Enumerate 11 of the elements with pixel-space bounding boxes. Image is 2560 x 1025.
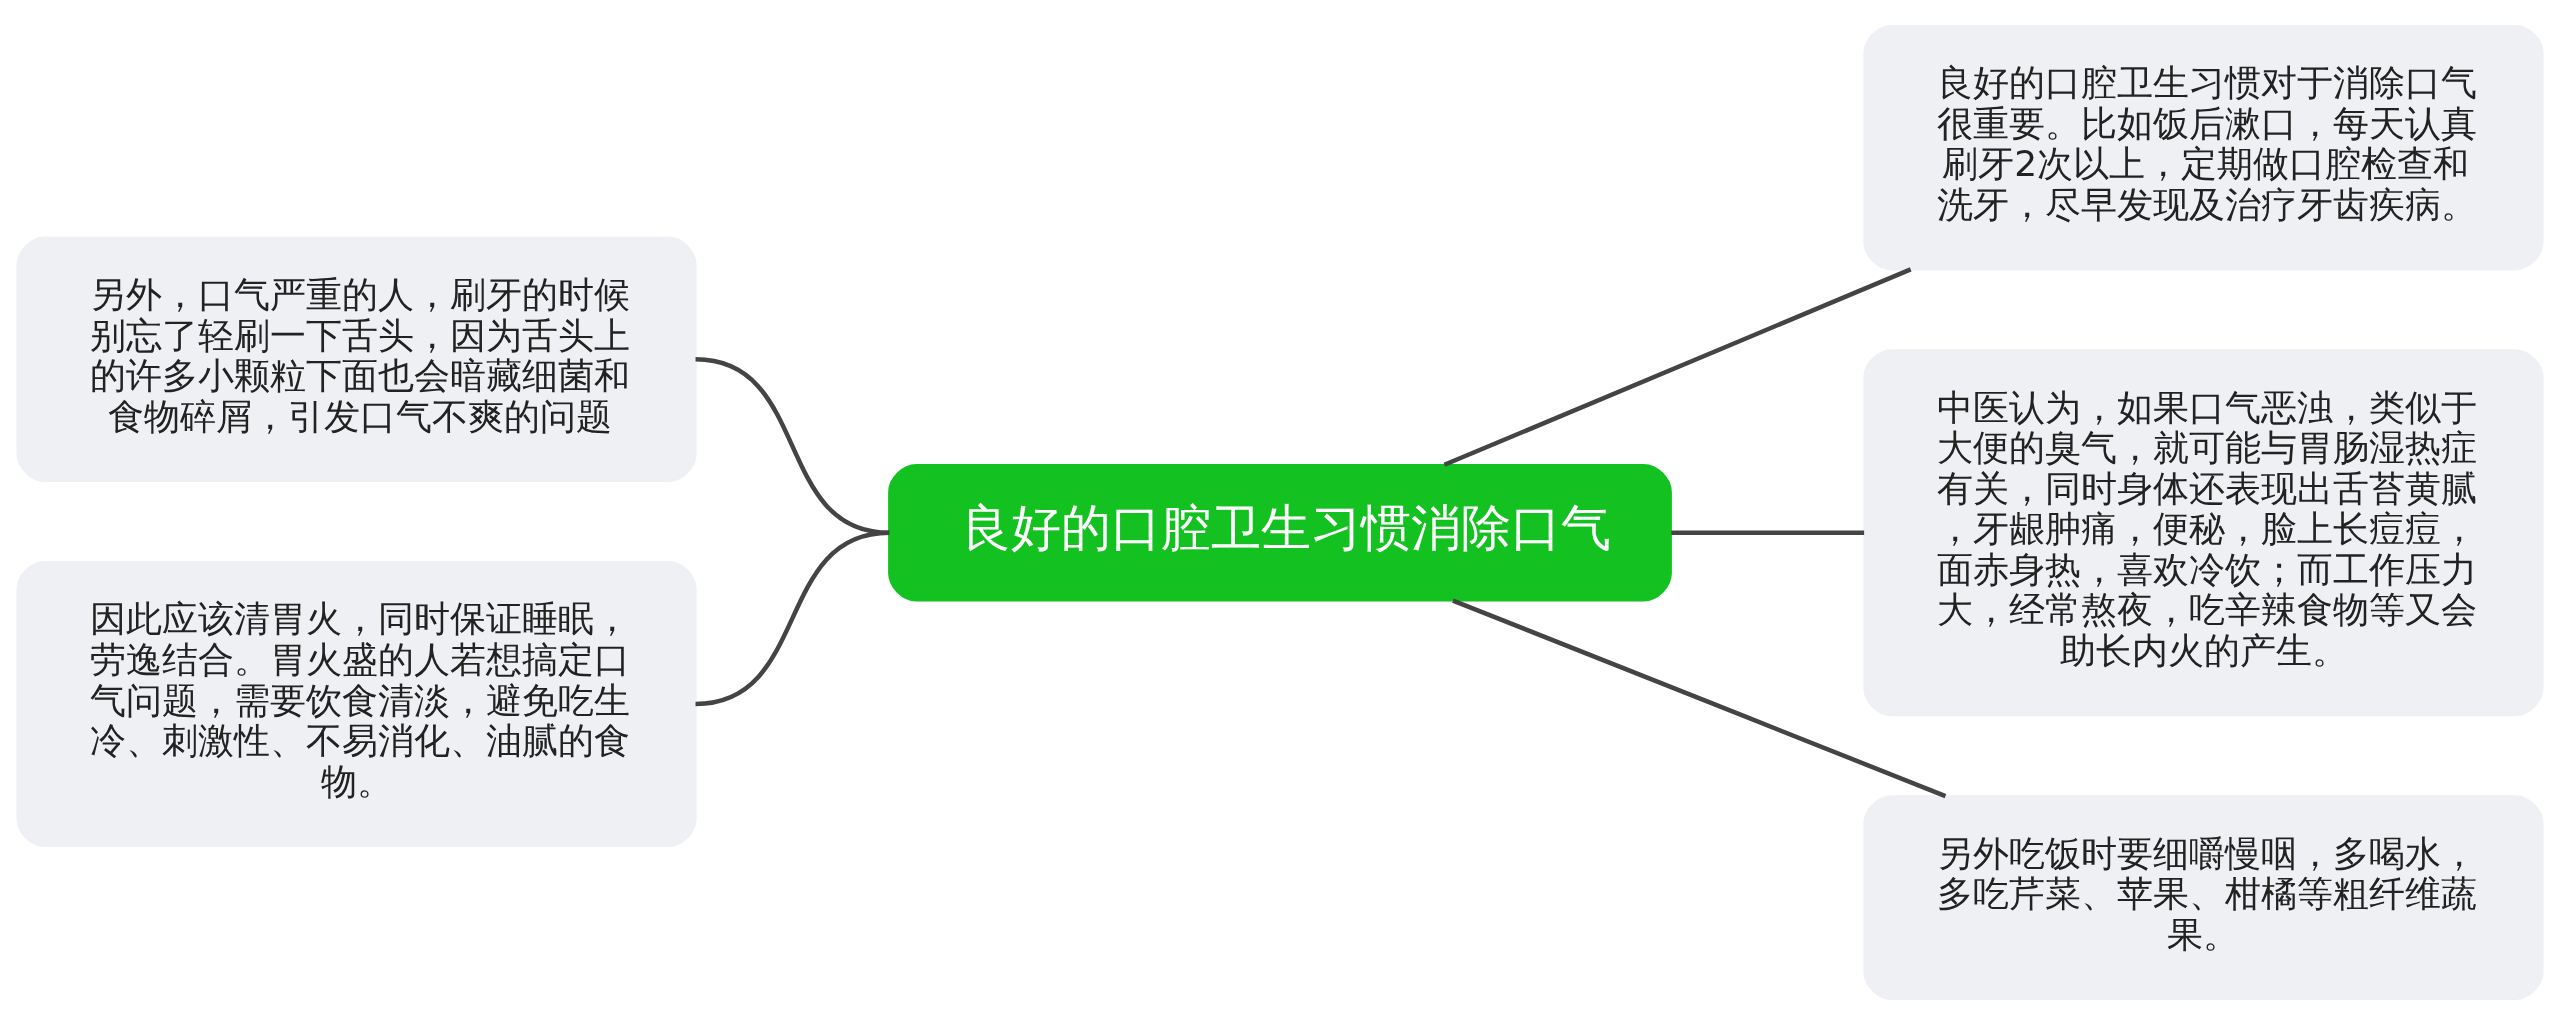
connector [695, 357, 890, 535]
connector [1452, 598, 1947, 799]
node-box: 良好的口腔卫生习惯消除口气 [888, 464, 1672, 602]
node-box: 良好的口腔卫生习惯对于消除口气很重要。比如饭后漱口，每天认真刷牙2次以上，定期做口腔检查和洗牙，尽早发现及治疗牙齿疾病。 [1863, 24, 2544, 271]
connector [1443, 267, 1912, 467]
node-box: 另外吃饭时要细嚼慢咽，多喝水，多吃芹菜、苹果、柑橘等粗纤维蔬果。 [1863, 795, 2544, 1001]
node-box: 因此应该清胃火，同时保证睡眠，劳逸结合。胃火盛的人若想搞定口气问题，需要饮食清淡，避免吃生冷、刺激性、不易消化、油腻的食物。 [16, 560, 697, 847]
connector [695, 530, 890, 707]
connector [1671, 530, 1865, 535]
node-box: 另外，口气严重的人，刷牙的时候别忘了轻刷一下舌头，因为舌头上的许多小颗粒下面也会暗藏细菌和食物碎屑，引发口气不爽的问题 [16, 236, 697, 483]
node-box: 中医认为，如果口气恶浊，类似于大便的臭气，就可能与胃肠湿热症有关，同时身体还表现出舌苔黄腻，牙龈肿痛，便秘，脸上长痘痘，面赤身热，喜欢冷饮；而工作压力大，经常熬夜，吃辛辣食物等又会助长内火的产生。 [1863, 349, 2544, 717]
